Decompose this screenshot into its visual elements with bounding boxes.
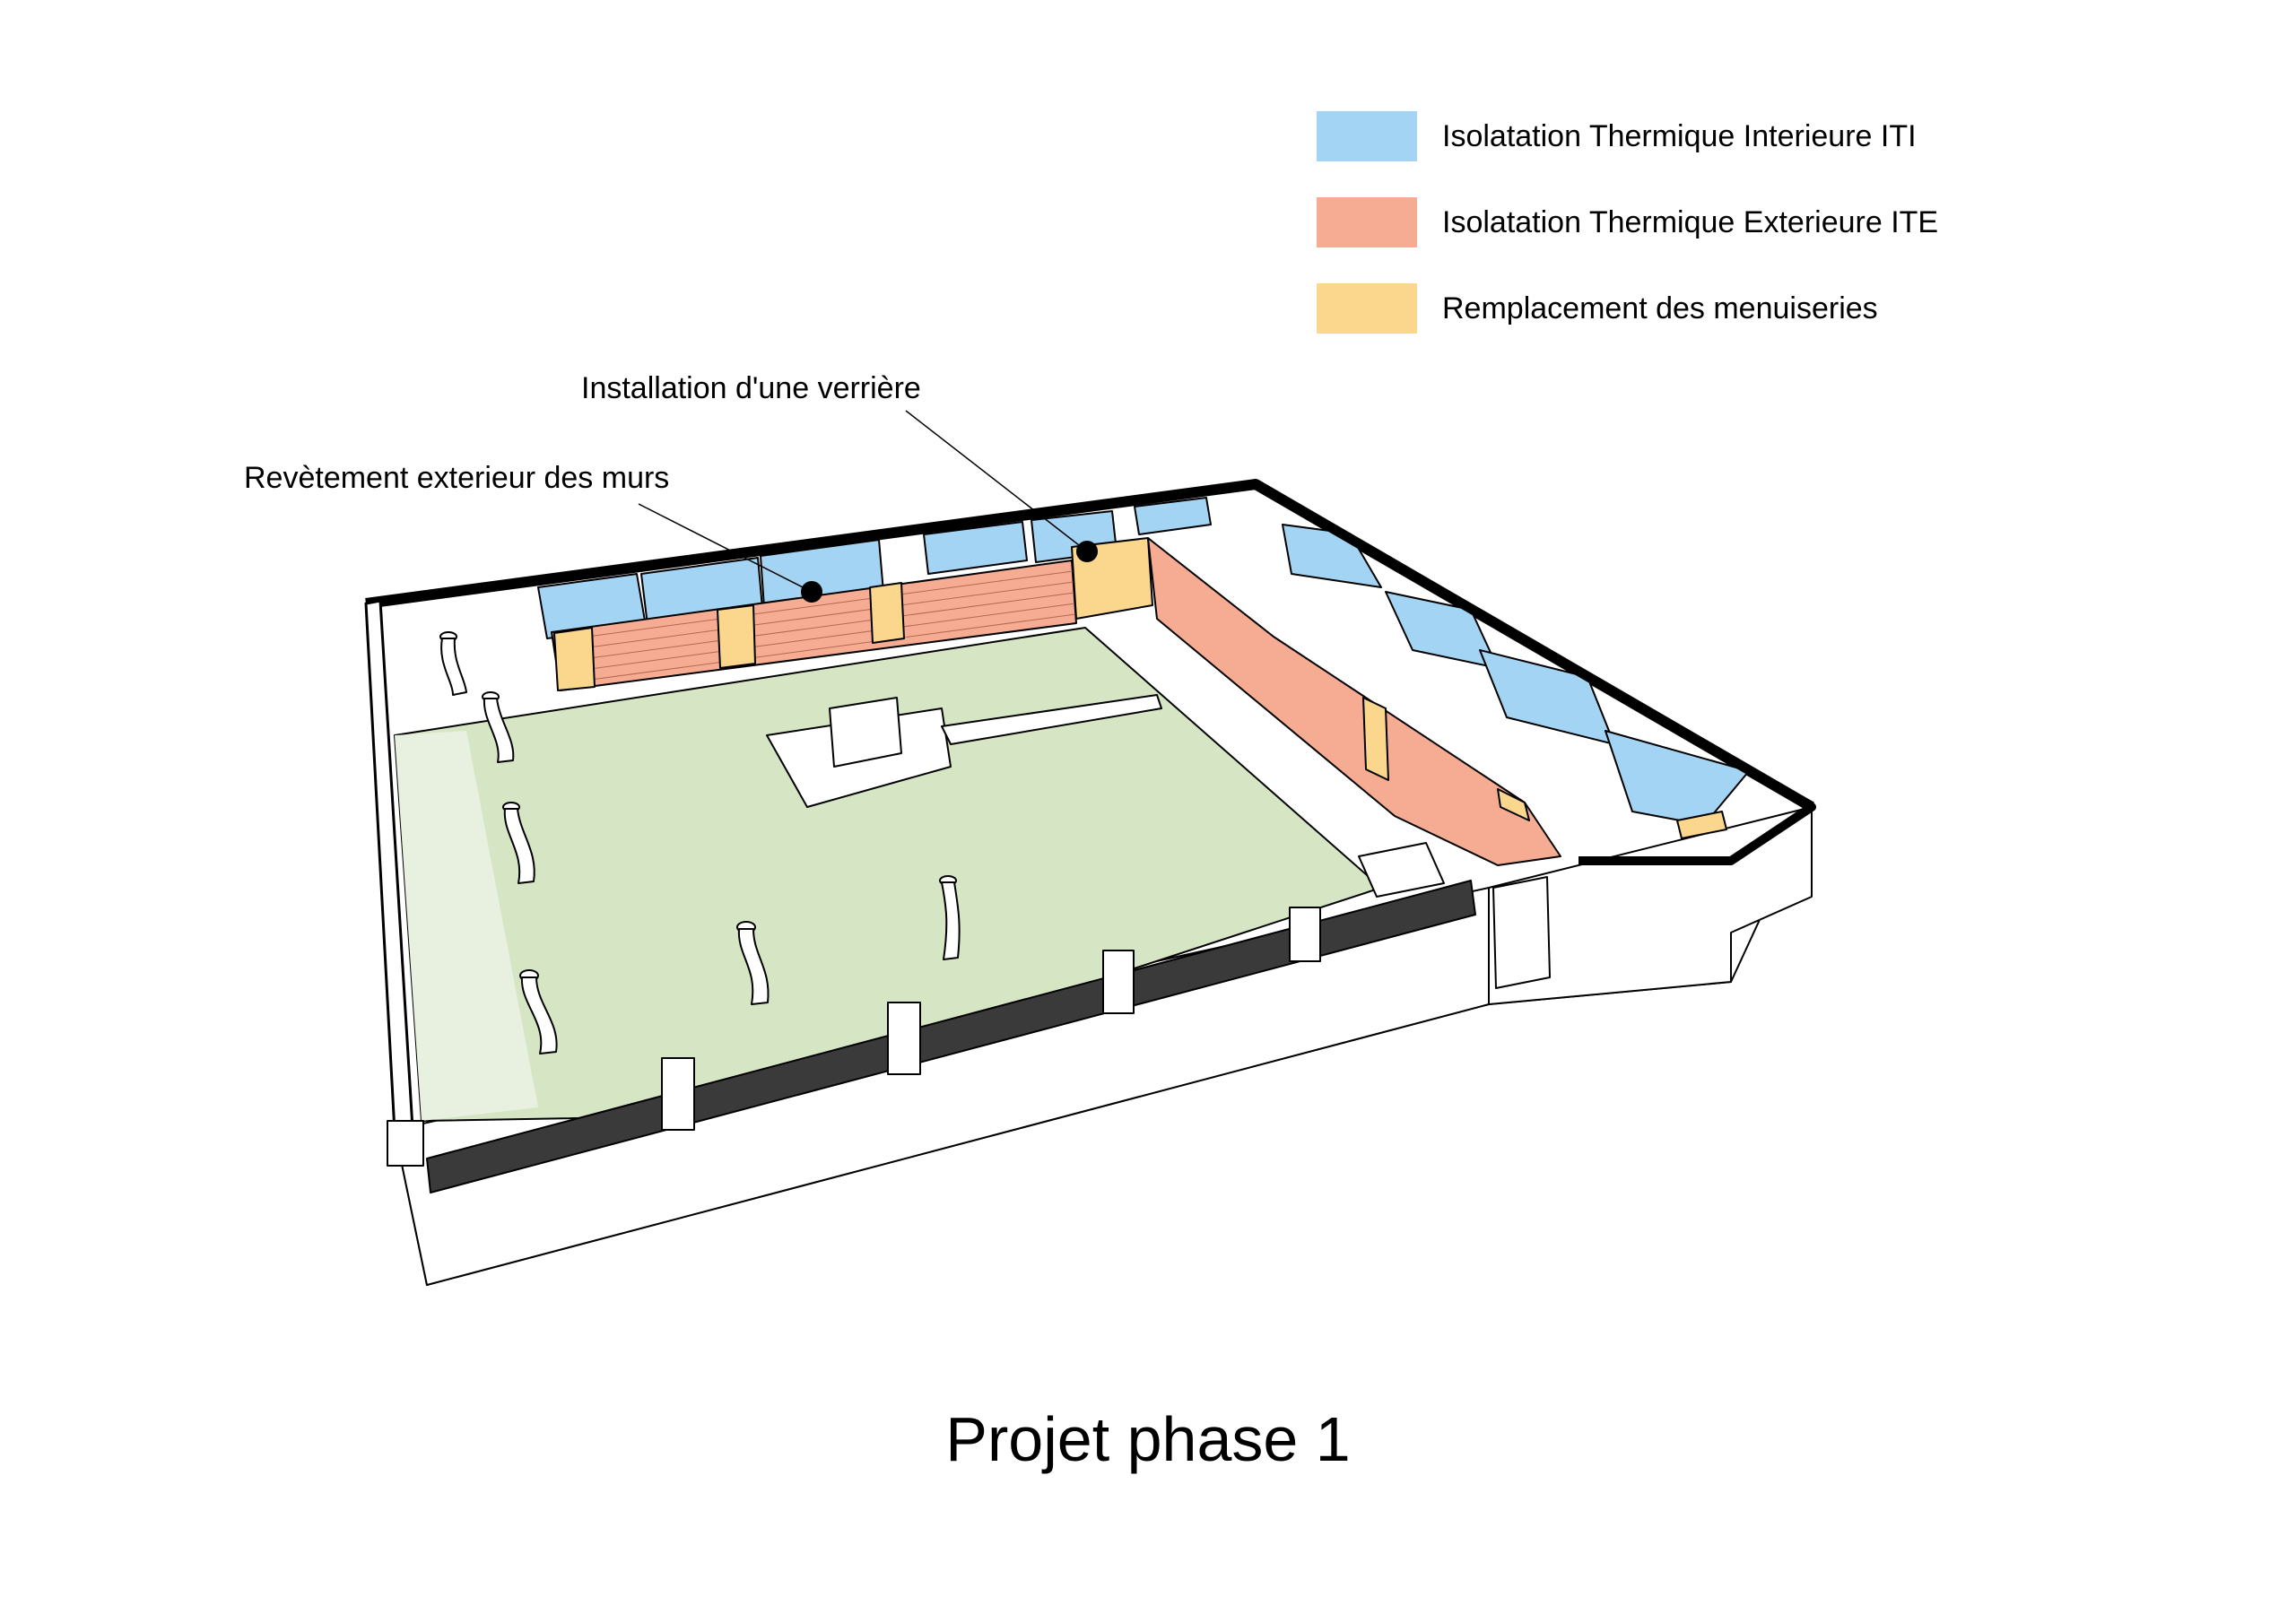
railing-post xyxy=(661,1057,695,1131)
railing-post xyxy=(1289,907,1321,962)
legend-item-menuiseries: Remplacement des menuiseries xyxy=(1317,280,1938,337)
annotation-verriere: Installation d'une verrière xyxy=(581,371,921,405)
right-wall-top xyxy=(1253,480,1816,865)
lawn-light-strip xyxy=(395,731,538,1121)
right-window-2 xyxy=(1497,788,1530,821)
back-window-1 xyxy=(553,627,596,691)
railing-post xyxy=(887,1002,921,1075)
tree-trunk xyxy=(737,928,770,1005)
tree-trunk xyxy=(483,698,515,763)
back-window-2 xyxy=(717,604,756,669)
annotation-marker-verriere xyxy=(1076,541,1098,562)
railing-post xyxy=(387,1120,424,1167)
right-facade-ite xyxy=(1147,537,1561,866)
plinth-box xyxy=(829,697,902,768)
legend-item-ite: Isolatation Thermique Exterieure ITE xyxy=(1317,194,1938,251)
leader-line-revetement xyxy=(638,503,813,593)
steps xyxy=(1358,842,1445,898)
legend-label-menuiseries: Remplacement des menuiseries xyxy=(1442,291,1878,325)
legend: Isolatation Thermique Interieure ITI Iso… xyxy=(1317,108,1938,366)
right-window-1 xyxy=(1362,697,1389,781)
legend-swatch-ite xyxy=(1317,197,1417,247)
path-strip xyxy=(941,694,1162,745)
tree-trunk xyxy=(520,976,558,1055)
tree-trunk xyxy=(503,808,535,884)
entrance-gate xyxy=(1492,876,1551,989)
leader-line-verriere xyxy=(905,410,1088,552)
annotation-marker-revetement xyxy=(801,581,822,603)
railing-post xyxy=(1102,950,1135,1014)
annotation-revetement: Revètement exterieur des murs xyxy=(244,461,670,495)
legend-item-iti: Isolatation Thermique Interieure ITI xyxy=(1317,108,1938,165)
tree-trunk xyxy=(941,881,961,960)
back-window-3 xyxy=(869,582,905,644)
legend-swatch-menuiseries xyxy=(1317,283,1417,334)
tree-trunk xyxy=(440,638,467,696)
legend-label-ite: Isolatation Thermique Exterieure ITE xyxy=(1442,204,1939,239)
page-title: Projet phase 1 xyxy=(945,1404,1351,1474)
legend-swatch-iti xyxy=(1317,111,1417,161)
right-window-3 xyxy=(1676,811,1727,839)
legend-label-iti: Isolatation Thermique Interieure ITI xyxy=(1442,118,1917,153)
back-room-iti-6 xyxy=(1134,497,1212,535)
back-room-iti-4 xyxy=(923,521,1028,575)
